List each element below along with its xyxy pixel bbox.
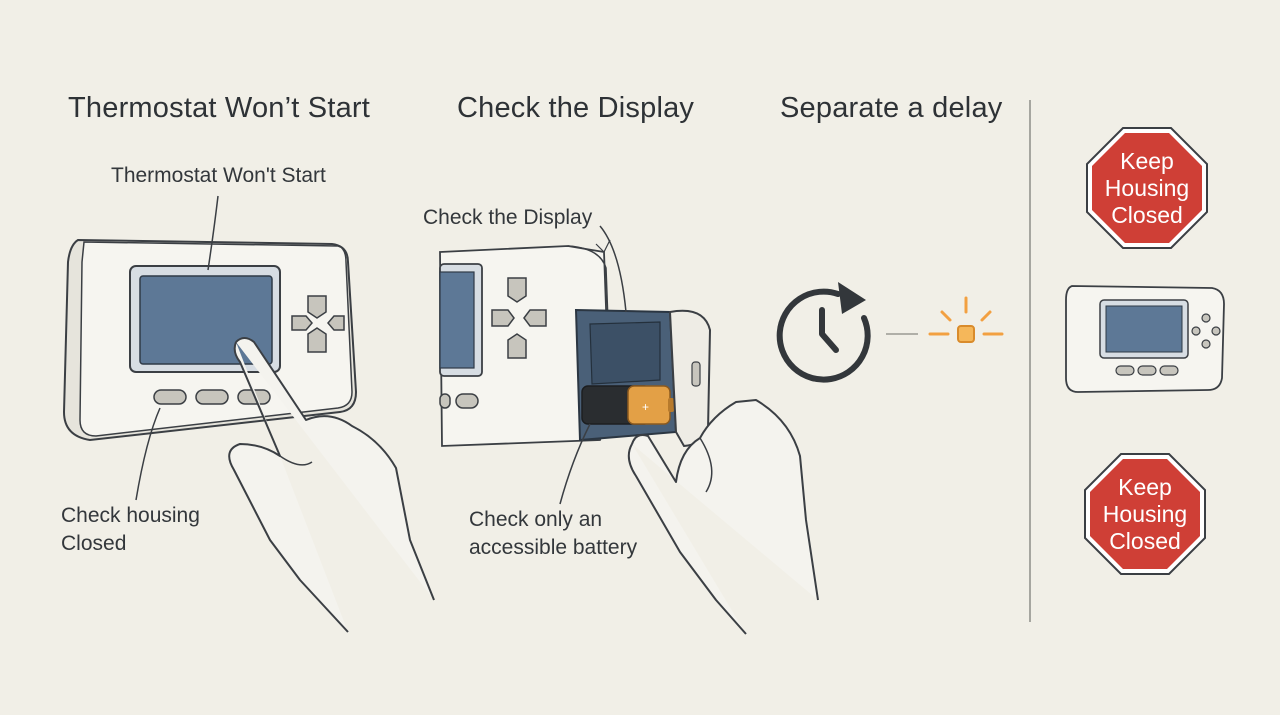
stop-sign-text: Keep Housing Closed xyxy=(1102,473,1188,554)
blinking-amber-light-icon xyxy=(928,296,1004,343)
svg-text:+: + xyxy=(642,400,649,414)
holding-hand xyxy=(627,399,819,635)
octagon-stop-icon xyxy=(1086,127,1208,249)
stop-sign-text: Keep Housing Closed xyxy=(1104,147,1190,228)
leader-line-bottom xyxy=(135,407,161,501)
dpad-buttons xyxy=(291,295,345,353)
pointing-hand xyxy=(228,337,435,633)
callout-check-housing-closed: Check housing Closed xyxy=(61,504,200,555)
heading-thermostat-wont-start: Thermostat Won’t Start xyxy=(68,92,371,124)
thermostat-unit-panel1 xyxy=(62,238,358,442)
thermostat-unit-panel2: + xyxy=(439,245,712,448)
heading-check-display: Check the Display xyxy=(457,92,695,124)
battery-icon: + xyxy=(581,385,674,425)
heading-separate-delay: Separate a delay xyxy=(780,92,1003,124)
callout-thermostat-wont-start: Thermostat Won't Start xyxy=(111,164,326,187)
clockwise-clock-icon xyxy=(776,282,871,383)
octagon-stop-icon xyxy=(1084,453,1206,575)
callout-check-display: Check the Display xyxy=(423,206,593,229)
leader-line-top xyxy=(207,195,219,271)
callout-accessible-battery: Check only an accessible battery xyxy=(469,508,638,559)
stop-sign-keep-housing-closed-top: Keep Housing Closed xyxy=(1085,126,1209,250)
thermostat-unit-panel4 xyxy=(1065,285,1225,393)
stop-sign-keep-housing-closed-bottom: Keep Housing Closed xyxy=(1083,452,1207,576)
